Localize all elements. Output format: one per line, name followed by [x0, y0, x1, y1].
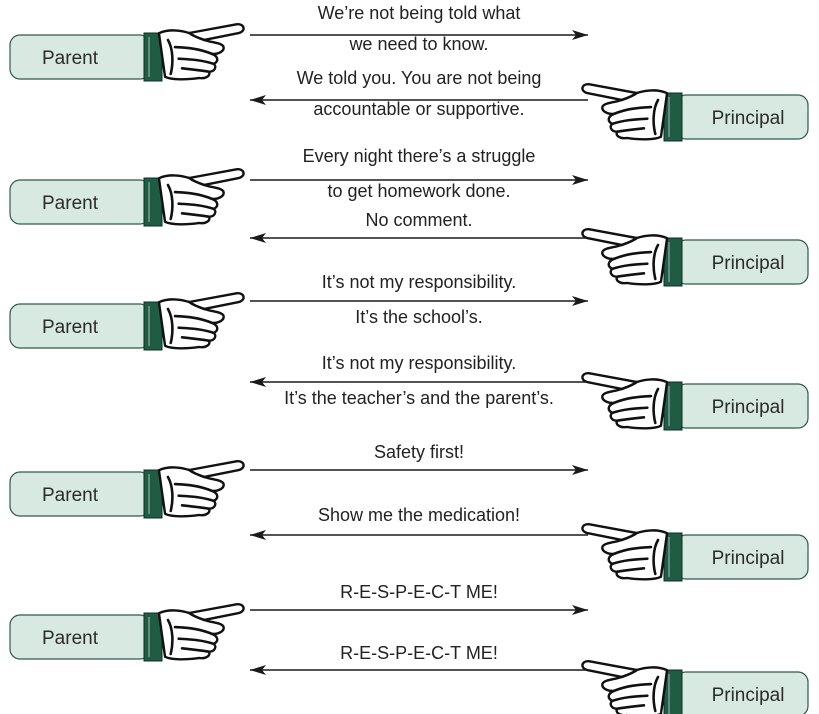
- message-line: It’s not my responsibility.: [322, 272, 516, 292]
- pointing-hand-icon: [581, 228, 683, 287]
- message-line: Safety first!: [374, 442, 464, 462]
- message-line: We’re not being told what: [318, 3, 521, 23]
- arrow-left: [250, 665, 588, 675]
- message-line: No comment.: [365, 210, 472, 230]
- parent-box: Parent: [9, 303, 151, 349]
- exchange-8: Principal Show me the medication!: [250, 505, 809, 582]
- message-line: It’s the school’s.: [355, 307, 482, 327]
- arrow-left: [250, 530, 588, 540]
- parent-box: Parent: [9, 179, 151, 225]
- principal-box: Principal: [675, 239, 809, 285]
- principal-box-label: Principal: [712, 685, 785, 706]
- pointing-hand-icon: [581, 660, 683, 714]
- pointing-hand-icon: [581, 523, 683, 582]
- exchange-2: Principal We told you. You are not being…: [250, 68, 809, 142]
- arrow-left: [250, 95, 588, 105]
- principal-box: Principal: [675, 534, 809, 580]
- message-line: to get homework done.: [327, 181, 510, 201]
- parent-box-label: Parent: [42, 628, 99, 649]
- arrow-left: [250, 377, 588, 387]
- pointing-hand-icon: [143, 460, 245, 519]
- principal-box-label: Principal: [712, 397, 785, 418]
- principal-box: Principal: [675, 94, 809, 140]
- message-line: Every night there’s a struggle: [303, 146, 536, 166]
- message-line: Show me the medication!: [318, 505, 520, 525]
- arrow-right: [250, 465, 588, 475]
- principal-box-label: Principal: [712, 253, 785, 274]
- message-line: It’s the teacher’s and the parent’s.: [284, 388, 554, 408]
- exchange-4: Principal No comment.: [250, 210, 809, 287]
- message-line: It’s not my responsibility.: [322, 353, 516, 373]
- pointing-hand-icon: [581, 372, 683, 431]
- arrow-right: [250, 175, 588, 185]
- parent-box: Parent: [9, 471, 151, 517]
- message-line: We told you. You are not being: [297, 68, 542, 88]
- arrow-right: [250, 296, 588, 306]
- exchange-5: Parent It’s not my responsibility. It’s t…: [9, 272, 588, 351]
- pointing-hand-icon: [581, 83, 683, 142]
- message-line: R-E-S-P-E-C-T ME!: [340, 643, 498, 663]
- arrow-right: [250, 605, 588, 615]
- exchange-3: Parent Every night there’s a struggle to …: [9, 146, 588, 227]
- principal-box-label: Principal: [712, 108, 785, 129]
- parent-box-label: Parent: [42, 48, 99, 69]
- parent-box: Parent: [9, 614, 151, 660]
- principal-box: Principal: [675, 671, 809, 714]
- message-line: we need to know.: [348, 34, 488, 54]
- parent-box-label: Parent: [42, 485, 99, 506]
- pointing-hand-icon: [143, 603, 245, 662]
- exchange-1: Parent We’re not being told what we need …: [9, 3, 588, 82]
- principal-box-label: Principal: [712, 548, 785, 569]
- pointing-hand-icon: [143, 168, 245, 227]
- parent-box-label: Parent: [42, 317, 99, 338]
- exchange-9: Parent R-E-S-P-E-C-T ME!: [9, 582, 588, 662]
- exchange-10: Principal R-E-S-P-E-C-T ME!: [250, 643, 809, 714]
- pointing-hand-icon: [143, 23, 245, 82]
- message-line: R-E-S-P-E-C-T ME!: [340, 582, 498, 602]
- arrow-left: [250, 233, 588, 243]
- parent-box-label: Parent: [42, 193, 99, 214]
- exchange-6: Principal It’s not my responsibility. It’…: [250, 353, 809, 431]
- parent-box: Parent: [9, 34, 151, 80]
- exchange-7: Parent Safety first!: [9, 442, 588, 519]
- message-line: accountable or supportive.: [313, 99, 524, 119]
- arrow-right: [250, 30, 588, 40]
- pointing-hand-icon: [143, 292, 245, 351]
- principal-box: Principal: [675, 383, 809, 429]
